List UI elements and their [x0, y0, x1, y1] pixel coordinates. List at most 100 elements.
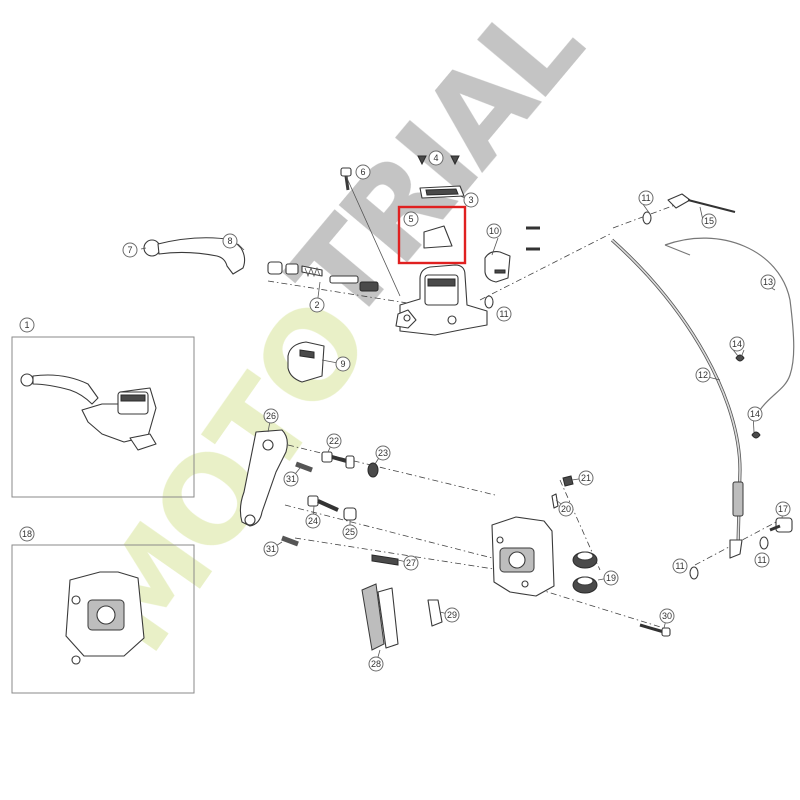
- callout-4: 4: [428, 150, 444, 166]
- svg-text:25: 25: [345, 527, 355, 537]
- callout-19: 19: [603, 570, 619, 586]
- callout-12: 12: [695, 367, 711, 383]
- callout-28: 28: [368, 656, 384, 672]
- svg-text:10: 10: [489, 226, 499, 236]
- callout-13: 13: [760, 274, 776, 290]
- callout-11a: 11: [496, 306, 512, 322]
- svg-text:7: 7: [127, 245, 132, 255]
- svg-text:31: 31: [266, 544, 276, 554]
- callout-15: 15: [701, 213, 717, 229]
- callout-1: 1: [19, 317, 35, 333]
- callout-17: 17: [775, 501, 791, 517]
- svg-text:20: 20: [561, 504, 571, 514]
- hose-clips-14: [735, 354, 761, 439]
- svg-text:11: 11: [499, 309, 508, 319]
- pivot-bolt-6: [340, 167, 352, 191]
- caliper-bracket-26: [239, 429, 288, 527]
- anti-rattle-spring-29: [427, 599, 443, 627]
- svg-text:14: 14: [732, 339, 742, 349]
- clamp-screws: [526, 226, 540, 251]
- pressure-switch-15: [667, 193, 736, 213]
- inset-caliper-drawing: [65, 571, 145, 665]
- switch-cable-13: [664, 237, 795, 411]
- callout-24: 24: [305, 513, 321, 529]
- svg-text:15: 15: [704, 216, 714, 226]
- svg-text:18: 18: [22, 529, 32, 539]
- callout-29: 29: [444, 607, 460, 623]
- svg-text:11: 11: [675, 561, 684, 571]
- callout-11b: 11: [638, 190, 654, 206]
- svg-text:17: 17: [778, 504, 788, 514]
- callout-6: 6: [355, 164, 371, 180]
- piston-assembly-2: [267, 261, 379, 292]
- svg-text:14: 14: [750, 409, 760, 419]
- callout-26: 26: [263, 408, 279, 424]
- svg-text:2: 2: [314, 300, 319, 310]
- callout-31a: 31: [283, 471, 299, 487]
- callout-23: 23: [375, 445, 391, 461]
- svg-text:5: 5: [408, 214, 413, 224]
- svg-text:26: 26: [266, 411, 276, 421]
- svg-text:13: 13: [763, 277, 773, 287]
- cap-screws-4: [417, 155, 460, 166]
- callout-20: 20: [558, 501, 574, 517]
- reservoir-cap-3: [419, 185, 465, 199]
- callout-10: 10: [486, 223, 502, 239]
- callout-11c: 11: [672, 558, 688, 574]
- handlebar-clamp-10: [484, 251, 511, 283]
- pad-pin-30: [639, 623, 671, 637]
- caliper-pistons-19: [572, 551, 598, 594]
- svg-text:28: 28: [371, 659, 381, 669]
- callout-31b: 31: [263, 541, 279, 557]
- svg-text:8: 8: [227, 236, 232, 246]
- svg-text:22: 22: [329, 436, 339, 446]
- callout-2: 2: [309, 297, 325, 313]
- svg-text:9: 9: [340, 359, 345, 369]
- callout-3: 3: [463, 192, 479, 208]
- callout-18: 18: [19, 526, 35, 542]
- svg-text:30: 30: [662, 611, 672, 621]
- svg-text:4: 4: [433, 153, 438, 163]
- brake-lever-7: [143, 237, 246, 275]
- inset-box-master-cylinder: [11, 336, 195, 498]
- svg-text:24: 24: [308, 516, 318, 526]
- inset-box-caliper: [11, 544, 195, 694]
- callout-14b: 14: [747, 406, 763, 422]
- brake-hose-12: [610, 238, 744, 559]
- svg-text:6: 6: [360, 167, 365, 177]
- brake-caliper: [491, 516, 555, 597]
- svg-text:19: 19: [606, 573, 616, 583]
- callout-9: 9: [335, 356, 351, 372]
- callout-8: 8: [222, 233, 238, 249]
- diaphragm-5: [423, 225, 453, 249]
- bleeder-screw: [551, 475, 574, 509]
- svg-text:21: 21: [581, 473, 591, 483]
- inset-master-cylinder-drawing: [20, 373, 157, 451]
- banjo-bolt-17: [769, 517, 793, 533]
- callouts: 1 2 3 4 5 6 7 8 9 10 11 11 11 11 12 13 1…: [19, 150, 791, 672]
- callout-22: 22: [326, 433, 342, 449]
- reservoir-guard-9: [287, 341, 325, 383]
- caliper-hardware: [281, 451, 379, 547]
- callout-25: 25: [342, 524, 358, 540]
- callout-14a: 14: [729, 336, 745, 352]
- svg-text:11: 11: [757, 555, 766, 565]
- highlight-box-part-5: [397, 205, 467, 265]
- pad-spring-27: [371, 554, 399, 566]
- svg-text:27: 27: [406, 558, 416, 568]
- svg-text:1: 1: [24, 320, 29, 330]
- svg-text:11: 11: [641, 193, 650, 203]
- svg-text:3: 3: [468, 195, 473, 205]
- callout-27: 27: [403, 555, 419, 571]
- svg-text:23: 23: [378, 448, 388, 458]
- callout-7: 7: [122, 242, 138, 258]
- svg-text:12: 12: [698, 370, 708, 380]
- brake-pads-28: [361, 583, 399, 651]
- callout-11d: 11: [754, 552, 770, 568]
- svg-text:31: 31: [286, 474, 296, 484]
- callout-21: 21: [578, 470, 594, 486]
- washers-11: [484, 211, 769, 580]
- callout-30: 30: [659, 608, 675, 624]
- master-cylinder: [395, 264, 488, 336]
